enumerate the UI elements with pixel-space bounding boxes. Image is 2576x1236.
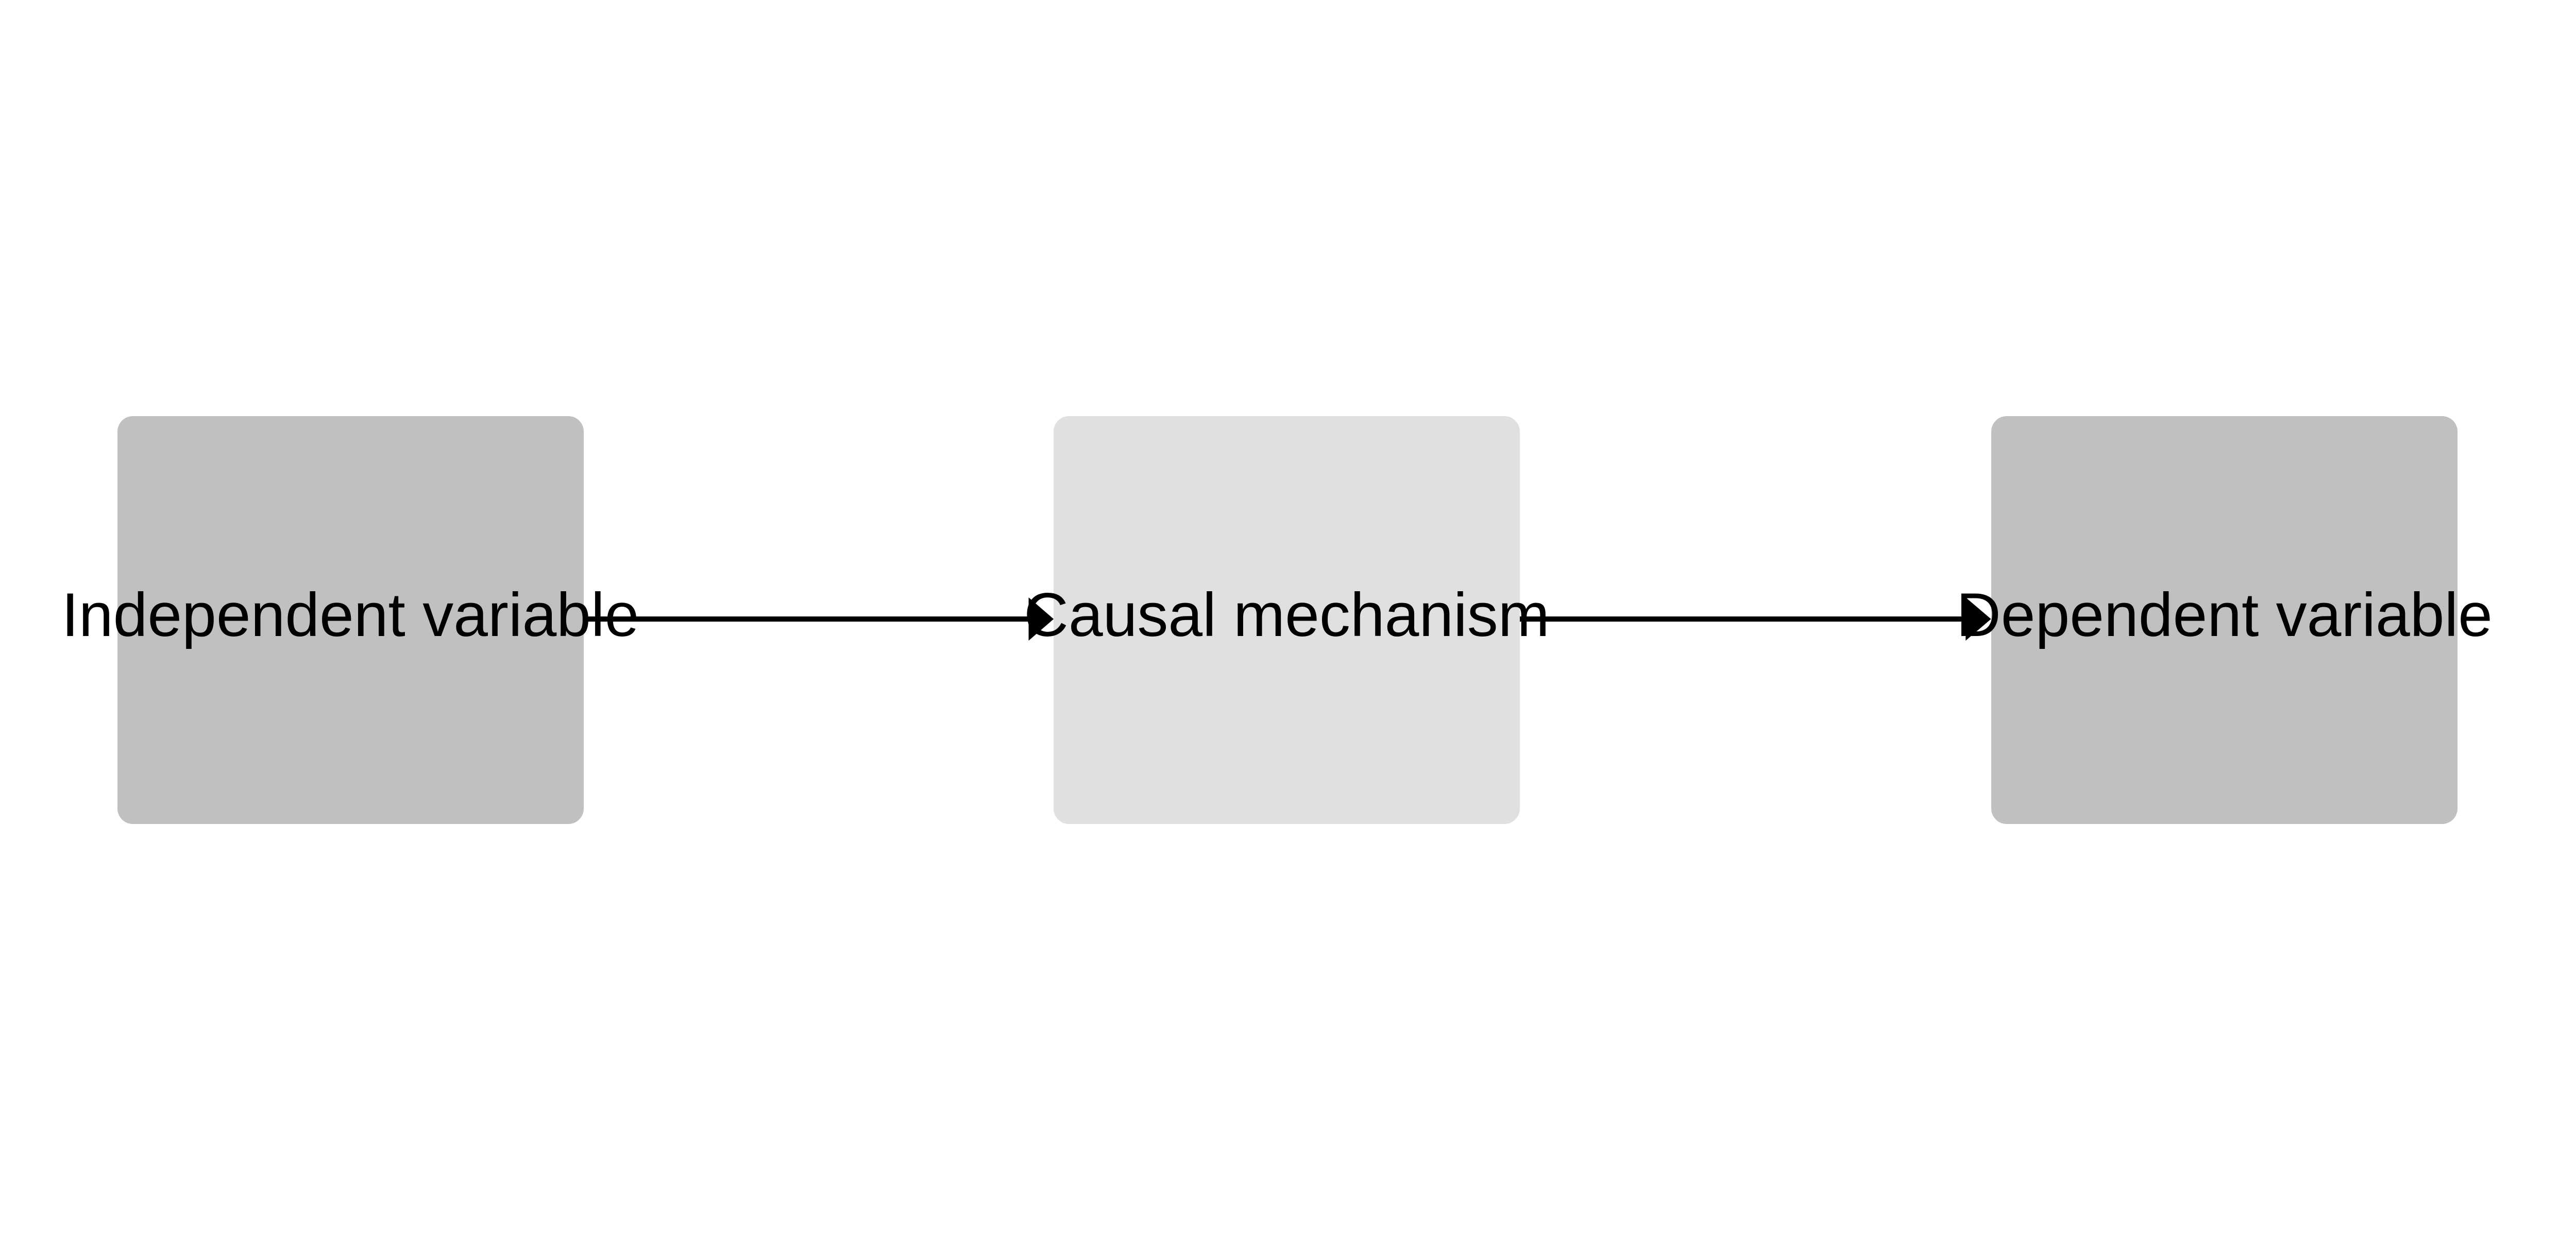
node-label: Independent variable: [61, 580, 639, 649]
node-dependent-variable: Dependent variable: [1956, 416, 2493, 824]
node-label: Dependent variable: [1956, 580, 2493, 649]
node-label: Causal mechanism: [1024, 580, 1550, 649]
node-causal-mechanism: Causal mechanism: [1024, 416, 1550, 824]
arrow-independent-to-mechanism: [583, 597, 1054, 641]
arrow-mechanism-to-dependent: [1520, 597, 1991, 641]
node-independent-variable: Independent variable: [62, 416, 639, 824]
